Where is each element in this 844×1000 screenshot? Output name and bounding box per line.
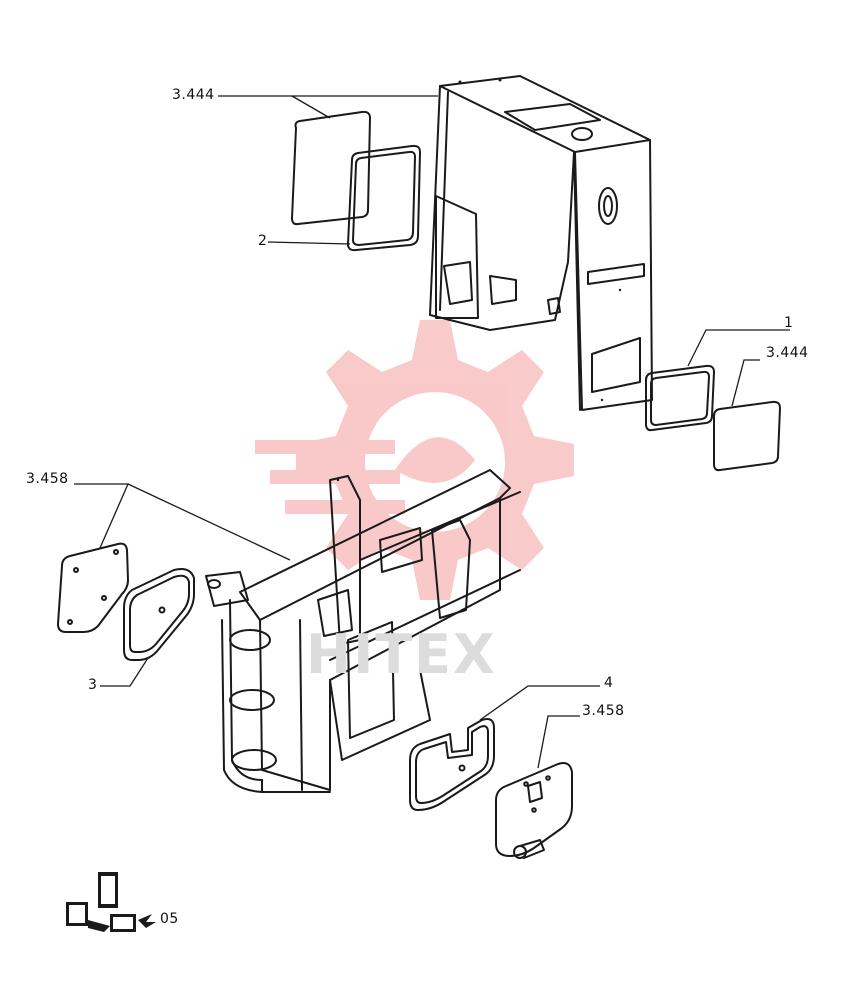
gasket-1 — [645, 364, 715, 432]
plate-3444-left — [291, 110, 371, 226]
gasket-4 — [409, 718, 495, 811]
leader-lines — [74, 95, 790, 769]
drawing-specks — [336, 78, 622, 482]
chassis-frame — [205, 469, 521, 793]
callout-3444-right: 3.444 — [766, 345, 809, 361]
watermark-text: HITEX — [306, 623, 497, 686]
callout-3458-right: 3.458 — [582, 703, 625, 719]
callout-4: 4 — [604, 675, 614, 691]
gasket-2 — [347, 144, 421, 252]
callout-3: 3 — [88, 677, 98, 693]
callout-3458-left: 3.458 — [26, 471, 69, 487]
catalog-icon-group — [66, 872, 156, 932]
plate-3458-left — [57, 542, 129, 633]
callout-2: 2 — [258, 233, 268, 249]
plate-3458-right — [495, 762, 573, 859]
gasket-3 — [123, 568, 195, 661]
group-code-05: 05 — [160, 911, 179, 927]
plate-3444-right — [713, 400, 781, 472]
watermark-logo — [255, 320, 574, 600]
callout-3444-top: 3.444 — [172, 87, 215, 103]
callout-1: 1 — [784, 315, 794, 331]
upper-housing — [429, 75, 653, 411]
